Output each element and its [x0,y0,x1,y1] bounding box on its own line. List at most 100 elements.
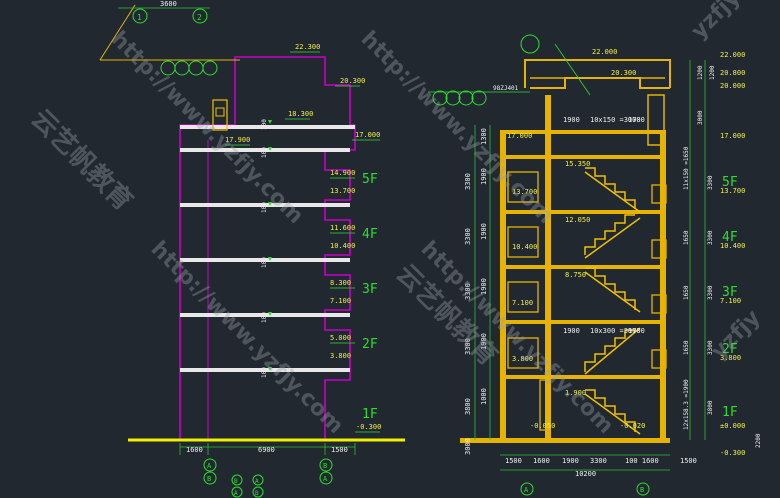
right-edge-level: 17.000 [720,132,745,140]
right-axis-label: B [640,486,644,494]
left-floor-label: 5F [362,172,378,187]
right-left-dim: 3800 [464,398,472,415]
right-level: 12.050 [565,216,590,224]
left-axis-label: A [323,475,328,483]
left-axis-combo-label: B [255,490,259,497]
left-slab-1 [180,368,350,372]
left-slab-3 [180,258,350,262]
left-level: 7.100 [330,297,351,305]
right-left-wall [500,130,506,440]
left-axis-bubble [319,458,333,472]
left-level: 13.700 [330,187,355,195]
right-edge-dim: 1650 [683,340,690,355]
left-level: 14.900 [330,169,355,177]
right-edge-dim: 3300 [707,175,714,190]
left-level: 5.000 [330,334,351,342]
right-edge-level: 22.000 [720,51,745,59]
right-left-dim: 3000 [464,438,472,455]
right-detail-ref: 98ZJ401 [493,85,519,92]
left-bottom-dim: 1600 [186,446,203,454]
right-right-wall [660,130,666,440]
left-roof-vent-window [215,107,225,117]
right-total-dim: 10200 [575,470,596,478]
right-edge-dim: 2200 [755,433,762,448]
right-axis-bubble [520,482,534,496]
right-left-dim: 1000 [480,388,488,405]
left-bottom-dim: 1500 [331,446,348,454]
left-level: 22.300 [295,43,320,51]
right-edge-level: -0.300 [720,449,745,457]
right-bottom-dim: 100 1600 [625,457,659,465]
left-slab-roof [180,125,355,129]
right-level: 1.900 [565,389,586,397]
left-top-dimension: 3600 [160,0,177,8]
left-level: -0.300 [356,423,381,431]
right-edge-level: 20.800 [720,69,745,77]
right-edge-dim: 3800 [707,400,714,415]
left-level: 11.600 [330,224,355,232]
watermark-url: http://www.yzfjy.com [146,237,348,439]
right-stair-dim: 1700 [628,116,645,124]
right-edge-dim: 12x158.3 =1900 [683,379,690,430]
left-elevation [99,4,405,455]
right-edge-level: 20.000 [720,82,745,90]
left-axis-combo-label: B [234,478,238,485]
left-axis-bubble [203,471,217,485]
right-stair-dim: 1900 [563,327,580,335]
right-floor-label: 4F [722,230,738,245]
right-bottom-dim: 1600 [533,457,550,465]
right-edge-dim: 1650 [683,230,690,245]
right-bottom-dim: 1900 [562,457,579,465]
left-slab-mark: 100 [261,119,268,130]
right-level: 8.750 [565,271,586,279]
left-level: 3.800 [330,352,351,360]
watermark-short: yzfjy [687,0,746,44]
left-floor-label: 1F [362,407,378,422]
right-left-dim: 1900 [480,223,488,240]
left-axis-combo [231,474,264,498]
right-level: -0.020 [620,422,645,430]
right-bottom-dim: 3300 [590,457,607,465]
right-edge-level: 13.700 [720,187,745,195]
left-axis-label: A [207,462,212,470]
left-slab-4 [180,203,350,207]
right-stair-note: 10x300 =3000 [590,327,641,335]
right-level: -0.050 [530,422,555,430]
left-floor-label: 2F [362,337,378,352]
right-edge-dim: 3300 [707,230,714,245]
left-level: 18.300 [288,110,313,118]
right-edge-level: ±0.000 [720,422,745,430]
right-left-dim: 1900 [480,333,488,350]
watermark-url: http://www.yzfjy.com [356,27,558,229]
right-left-dim: 1900 [480,168,488,185]
right-stair-dim: 1700 [628,327,645,335]
right-level: 15.350 [565,160,590,168]
left-detail-circles [160,60,218,76]
right-edge-dim: 3300 [707,340,714,355]
right-left-dim: 3300 [464,173,472,190]
left-slab-5 [180,148,350,152]
left-top-axis-1: 1 [137,13,142,22]
text-layer: 3600 1 2 22.300 20.300 18.300 17.900 17.… [137,0,762,498]
right-top-axis-bubble [520,34,540,54]
right-edge-level: 10.400 [720,242,745,250]
right-left-dim: 1300 [480,128,488,145]
left-slab-mark: 100 [261,202,268,213]
left-building-outline [179,56,356,440]
left-level: 8.300 [330,279,351,287]
left-level: 10.400 [330,242,355,250]
left-slab-mark: 100 [261,147,268,158]
left-floor-label: 3F [362,282,378,297]
left-top-axis-bubbles [132,8,208,24]
right-roof [524,59,671,88]
left-slab-mark: 100 [261,367,268,378]
left-level: 17.000 [355,131,380,139]
left-slab-mark: 100 [261,257,268,268]
left-slab-arrows [268,120,272,371]
right-stair-dim: 1900 [563,116,580,124]
watermark-layer: http://www.yzfjy.com http://www.yzfjy.co… [25,0,766,439]
left-axis-label: B [207,475,211,483]
right-floor-label: 1F [722,405,738,420]
right-edge-level: 3.800 [720,354,741,362]
